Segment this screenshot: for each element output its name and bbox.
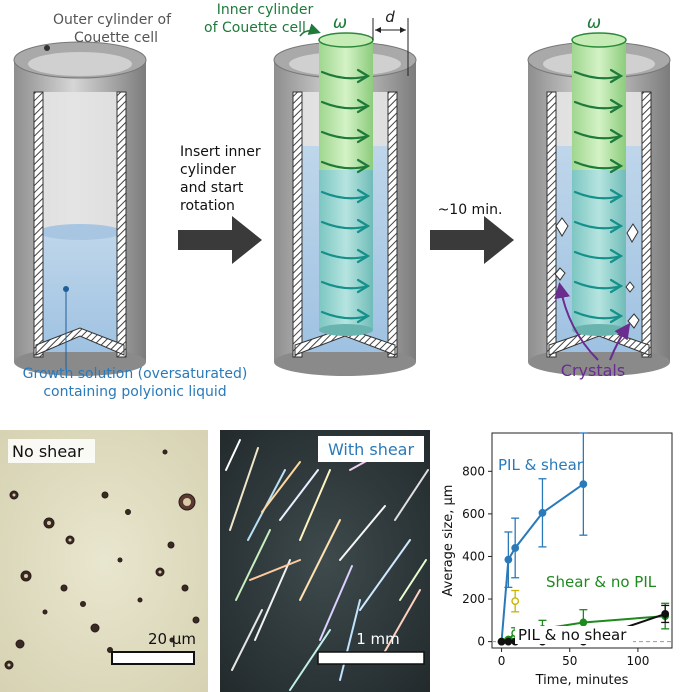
- data-point: [498, 638, 504, 644]
- step-arrow-2: [430, 216, 514, 264]
- step1-line-4: rotation: [180, 198, 235, 214]
- series-label: PIL & shear: [498, 456, 584, 474]
- step-arrow-1: [178, 216, 262, 264]
- outer-cylinder-label-2: Couette cell: [74, 30, 158, 46]
- micrograph-no-shear: [0, 430, 208, 692]
- y-axis-label: Average size, µm: [441, 485, 456, 597]
- scalebar-2-label: 1 mm: [356, 630, 400, 648]
- step2-label: ~10 min.: [438, 202, 503, 218]
- series-label: PIL & no shear: [518, 626, 627, 644]
- cylinder-3: [528, 33, 670, 376]
- y-tick-label: 0: [477, 635, 485, 649]
- x-tick-label: 0: [498, 654, 506, 668]
- data-point: [512, 545, 518, 551]
- cylinder-1: [14, 42, 146, 376]
- inner-cylinder-label-2: of Couette cell: [204, 20, 306, 36]
- y-tick-label: 600: [462, 507, 485, 521]
- no-shear-label: No shear: [12, 442, 84, 461]
- outer-cylinder-pointer: [44, 45, 50, 51]
- crystals-label: Crystals: [561, 361, 625, 380]
- omega-label-2: ω: [587, 13, 601, 33]
- omega-label-1: ω: [333, 13, 347, 33]
- solution-label-1: Growth solution (oversaturated): [23, 366, 248, 382]
- y-tick-label: 400: [462, 549, 485, 563]
- data-point: [580, 481, 586, 487]
- step1-line-3: and start: [180, 180, 244, 196]
- outer-cylinder-label-1: Outer cylinder of: [53, 12, 172, 28]
- with-shear-label: With shear: [328, 440, 415, 459]
- series-label: Shear & no PIL: [546, 573, 657, 591]
- data-point: [512, 598, 518, 604]
- data-point: [580, 619, 586, 625]
- x-axis-label: Time, minutes: [535, 673, 629, 688]
- x-tick-label: 100: [626, 654, 649, 668]
- micrograph-with-shear: [220, 430, 430, 692]
- step1-line-2: cylinder: [180, 162, 236, 178]
- inner-cylinder-label-1: Inner cylinder: [217, 2, 314, 18]
- step1-line-1: Insert inner: [180, 144, 261, 160]
- cylinder-2: [274, 18, 416, 376]
- data-point: [505, 556, 511, 562]
- y-tick-label: 200: [462, 592, 485, 606]
- gap-label: d: [385, 8, 395, 26]
- x-tick-label: 50: [562, 654, 577, 668]
- y-tick-label: 800: [462, 464, 485, 478]
- solution-label-2: containing polyionic liquid: [43, 384, 226, 400]
- data-point: [505, 638, 511, 644]
- data-point: [539, 510, 545, 516]
- scalebar-1-label: 20 µm: [148, 630, 196, 648]
- data-point: [662, 611, 668, 617]
